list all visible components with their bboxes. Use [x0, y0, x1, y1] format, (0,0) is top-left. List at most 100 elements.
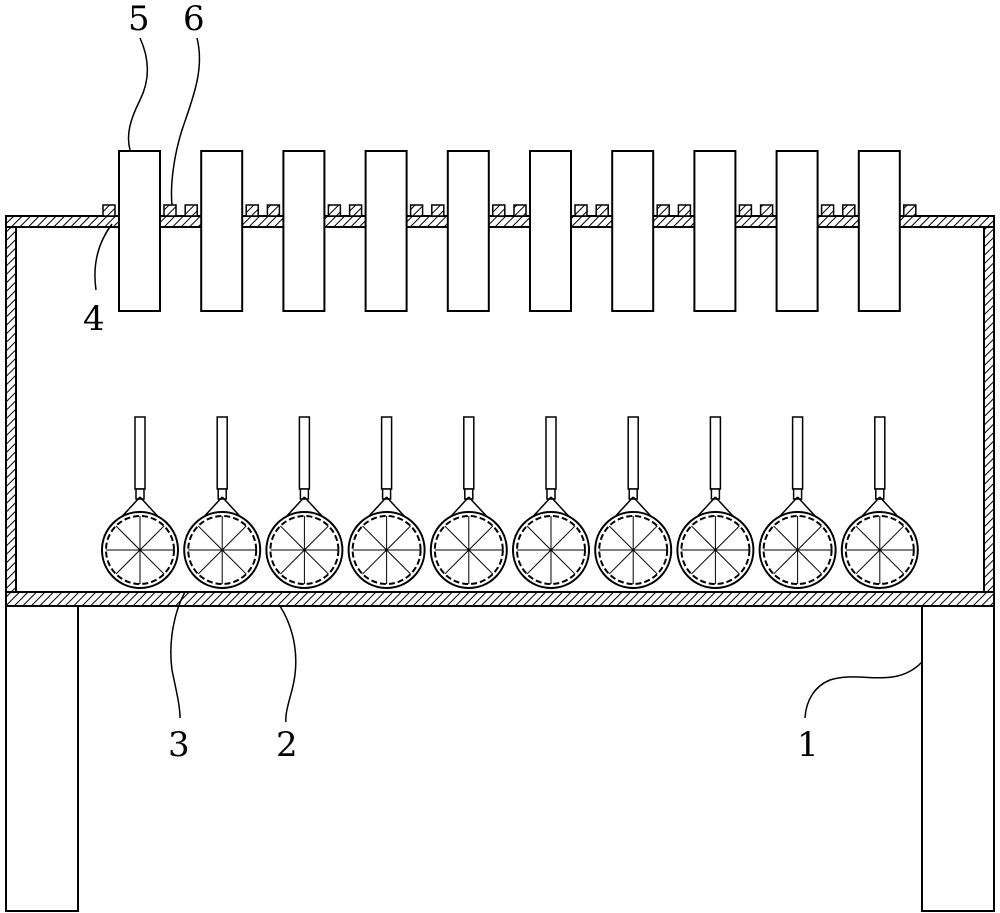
wheel-spoke: [715, 525, 740, 551]
wheel-spoke: [855, 525, 881, 551]
block-group: [118, 150, 901, 312]
label-6: 6: [183, 0, 205, 39]
wheel-spoke: [304, 549, 329, 575]
wheel-rod: [298, 416, 311, 490]
wheel-assembly: [265, 416, 344, 589]
wheel-assembly: [676, 416, 755, 589]
block: [446, 150, 490, 312]
rail-tab-left: [677, 204, 692, 217]
label-5: 5: [128, 0, 150, 39]
wheel-assembly: [594, 416, 673, 589]
leader-line-4: [94, 223, 113, 291]
wheel-spoke: [773, 549, 798, 575]
wheel-rod: [545, 416, 557, 490]
leader-line-1: [804, 661, 923, 719]
wheel-spoke: [197, 525, 223, 551]
leader-lines: [94, 37, 923, 723]
pivot-block: [299, 488, 310, 500]
rail-group: [102, 204, 917, 217]
wheel-spoke: [879, 525, 905, 551]
rail-tab-right: [738, 204, 753, 217]
wheel-spoke: [632, 525, 658, 551]
rail-tab-right: [163, 204, 177, 217]
wheel-assembly: [429, 416, 508, 589]
rail-tab-right: [409, 204, 424, 217]
block: [693, 150, 737, 312]
wheel-spoke: [632, 549, 658, 575]
wheel-spoke: [608, 525, 634, 551]
rail-tab-left: [513, 204, 527, 217]
rail-tab-right: [820, 204, 835, 217]
block: [611, 150, 655, 312]
leader-line-2: [279, 605, 297, 723]
wheel-spoke: [386, 549, 411, 575]
box-walls: [5, 215, 995, 607]
wheel-spoke: [550, 525, 576, 551]
rail-tab-right: [245, 204, 259, 217]
wheel-spoke: [797, 549, 822, 575]
wheel-rod: [627, 416, 639, 490]
pivot-block: [875, 488, 885, 500]
block: [200, 150, 244, 312]
wheel-rod: [134, 416, 146, 490]
wheel-group: [101, 416, 919, 589]
rail-tab-right: [903, 204, 917, 217]
pivot-block: [710, 488, 721, 500]
rail-tab-right: [327, 204, 342, 217]
wheel-spoke: [280, 525, 305, 551]
wheel-rod: [791, 416, 804, 490]
wheel-spoke: [197, 549, 223, 575]
pivot-block: [135, 488, 145, 500]
wheel-spoke: [386, 525, 411, 551]
rail-tab-right: [656, 204, 670, 217]
block: [364, 150, 408, 312]
leader-line-3: [170, 591, 186, 719]
rail-tab-left: [759, 204, 774, 217]
rail-tab-right: [574, 204, 588, 217]
wheel-spoke: [468, 549, 494, 575]
wheel-spoke: [797, 525, 822, 551]
wheel-spoke: [221, 525, 247, 551]
wheel-spoke: [691, 525, 716, 551]
wheel-spoke: [115, 525, 141, 551]
label-3: 3: [168, 725, 190, 765]
rail-tab-left: [348, 204, 363, 217]
wheel-spoke: [444, 525, 470, 551]
rail-tab-left: [184, 204, 198, 217]
pivot-block: [628, 488, 638, 500]
wheel-assembly: [840, 416, 919, 589]
pivot-block: [217, 488, 227, 500]
wheel-spoke: [550, 549, 576, 575]
pivot-block: [792, 488, 803, 500]
pivot-block: [381, 488, 392, 500]
wheel-assembly: [183, 416, 262, 589]
wheel-spoke: [221, 549, 247, 575]
wheel-spoke: [691, 549, 716, 575]
wheel-spoke: [280, 549, 305, 575]
wheel-spoke: [115, 549, 141, 575]
block: [529, 150, 572, 312]
wheel-spoke: [139, 525, 165, 551]
block: [775, 150, 819, 312]
wheel-spoke: [879, 549, 905, 575]
rail-tab-left: [102, 204, 116, 217]
wheel-spoke: [444, 549, 470, 575]
block: [118, 150, 161, 312]
rail-tab-right: [492, 204, 506, 217]
label-2: 2: [276, 725, 298, 765]
rail-tab-left: [842, 204, 856, 217]
wheel-rod: [874, 416, 886, 490]
pivot-block: [464, 488, 474, 500]
block: [282, 150, 326, 312]
left-leg: [5, 605, 79, 912]
rail-tab-left: [595, 204, 609, 217]
wheel-spoke: [855, 549, 881, 575]
label-1: 1: [797, 725, 819, 765]
pivot-block: [546, 488, 556, 500]
wheel-spoke: [139, 549, 165, 575]
wheel-assembly: [758, 416, 837, 589]
wheel-spoke: [715, 549, 740, 575]
wheel-spoke: [773, 525, 798, 551]
wheel-assembly: [512, 416, 590, 589]
